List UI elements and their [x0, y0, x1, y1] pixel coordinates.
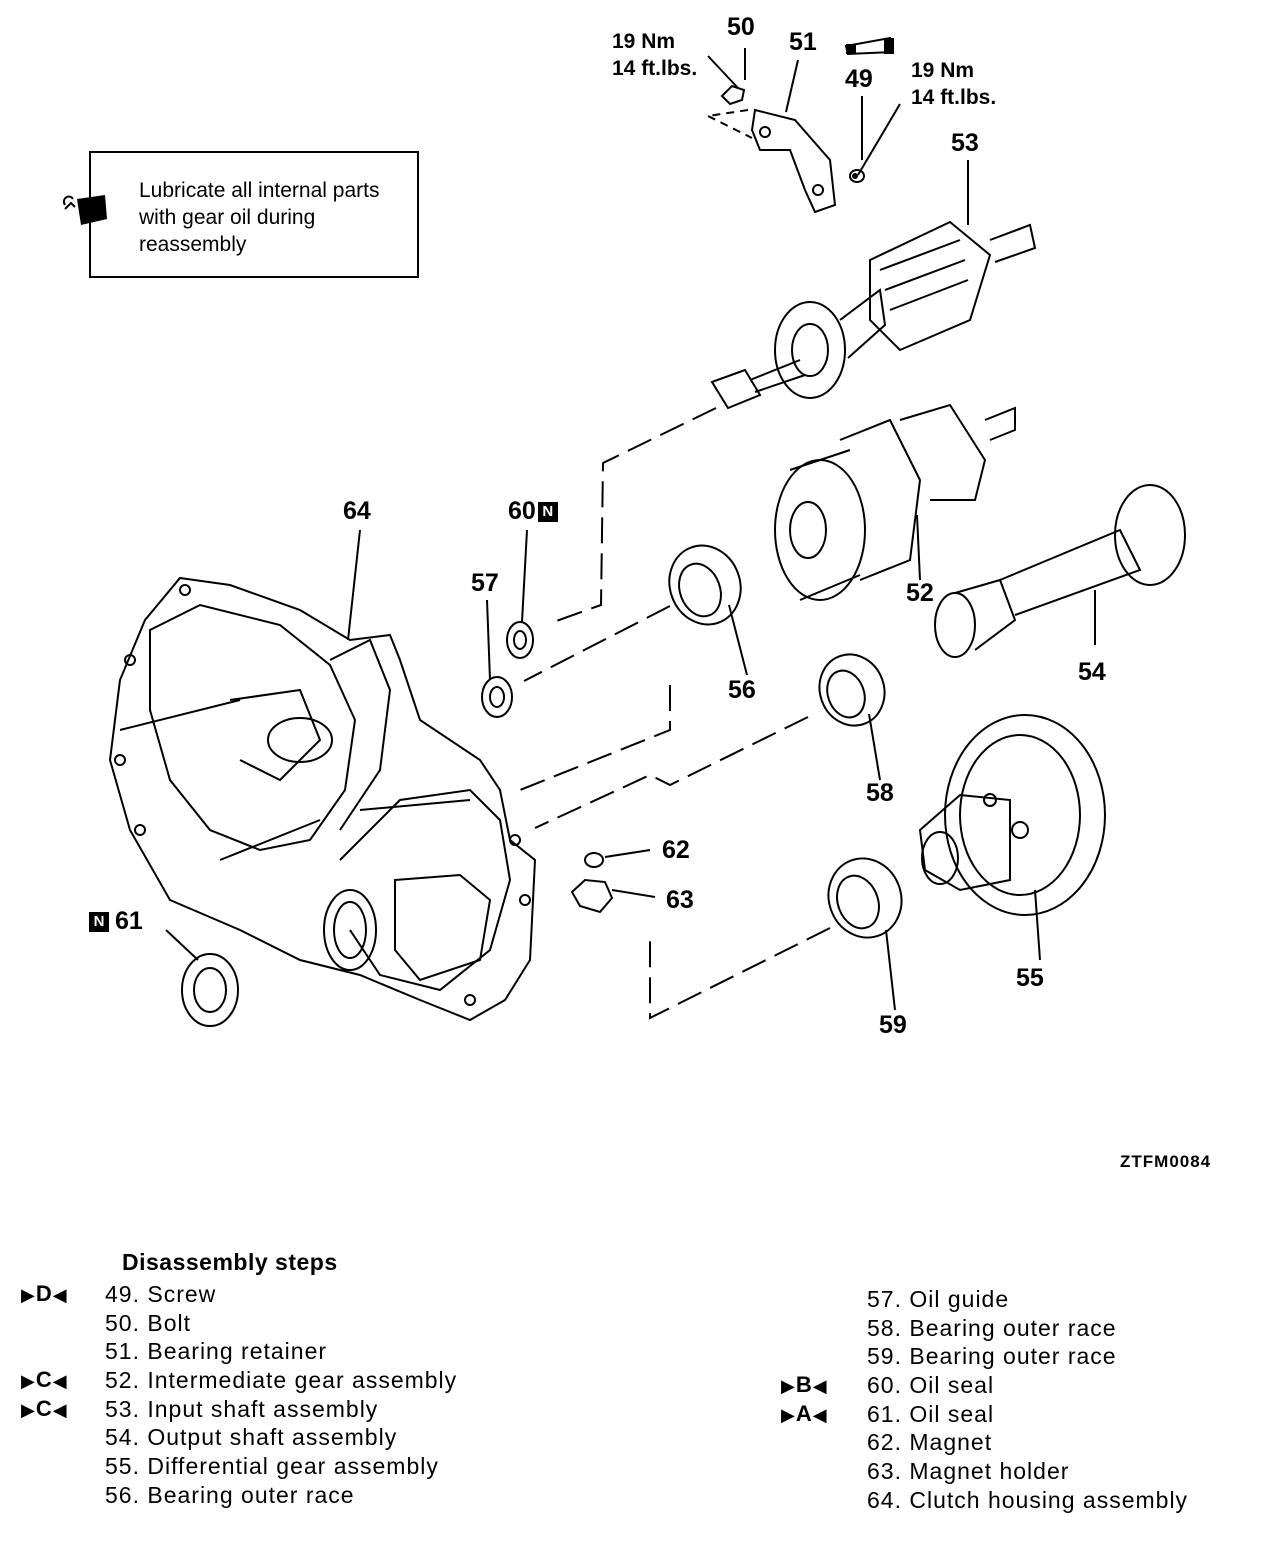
- steps-list-left: ▶D◀ 49. Screw 50. Bolt 51. Bearing retain…: [21, 1280, 458, 1510]
- step-text: 55. Differential gear assembly: [105, 1453, 439, 1480]
- note-text: Lubricate all internal parts with gear o…: [139, 179, 380, 256]
- callout-64: 64: [343, 497, 371, 525]
- callout-50: 50: [727, 13, 755, 41]
- step-text: 49. Screw: [105, 1281, 217, 1307]
- step-text: 53. Input shaft assembly: [105, 1395, 379, 1422]
- torque-spec-bolt-50: 19 Nm 14 ft.lbs.: [612, 28, 697, 82]
- step-text: 54. Output shaft assembly: [105, 1424, 398, 1451]
- magnet-holder-drawing: [570, 878, 614, 914]
- exploded-view-diagram: [108, 36, 1186, 1027]
- step-mark: ▶C◀: [21, 1395, 68, 1421]
- callout-52: 52: [906, 579, 934, 607]
- callout-60-number: 60: [508, 497, 536, 525]
- step-text: 58. Bearing outer race: [867, 1314, 1117, 1341]
- new-part-badge: N: [89, 912, 109, 933]
- step-item: 59. Bearing outer race: [867, 1342, 1188, 1371]
- steps-title: Disassembly steps: [122, 1249, 338, 1275]
- step-text: 52. Intermediate gear assembly: [105, 1367, 458, 1394]
- output-shaft-drawing: [934, 484, 1186, 658]
- step-text: 57. Oil guide: [867, 1286, 1010, 1312]
- torque-nm: 19 Nm: [911, 59, 975, 82]
- torque-ftlbs: 14 ft.lbs.: [612, 57, 698, 80]
- new-part-badge: N: [537, 502, 558, 523]
- figure-code: ZTFM0084: [1120, 1152, 1212, 1171]
- clutch-housing-drawing: [108, 576, 537, 1022]
- step-mark: ▶C◀: [21, 1367, 68, 1393]
- step-text: 62. Magnet: [867, 1429, 993, 1456]
- bearing-race-56-drawing: [668, 544, 742, 626]
- step-item: 64. Clutch housing assembly: [867, 1486, 1188, 1515]
- step-item: 56. Bearing outer race: [105, 1481, 457, 1510]
- step-text: 63. Magnet holder: [867, 1458, 1070, 1485]
- step-mark: ▶B◀: [781, 1372, 828, 1398]
- bearing-race-59-drawing: [827, 857, 903, 939]
- callout-61-number: 61: [115, 907, 143, 935]
- step-item: 62. Magnet: [867, 1428, 1188, 1457]
- step-item: 55. Differential gear assembly: [105, 1452, 457, 1481]
- callout-62: 62: [662, 836, 690, 864]
- step-text: 59. Bearing outer race: [867, 1343, 1117, 1370]
- torque-spec-screw-49: 19 Nm 14 ft.lbs.: [911, 57, 996, 111]
- step-item: 57. Oil guide: [867, 1285, 1188, 1314]
- callout-53: 53: [951, 129, 979, 157]
- step-item: 54. Output shaft assembly: [105, 1423, 457, 1452]
- step-mark: ▶A◀: [781, 1400, 828, 1426]
- assembly-guide-lines: [165, 48, 1096, 1020]
- oil-can-icon: [63, 195, 107, 225]
- step-item: 51. Bearing retainer: [105, 1337, 457, 1366]
- input-shaft-drawing: [710, 220, 1037, 410]
- oil-seal-60-drawing: [506, 621, 534, 659]
- step-mark: ▶D◀: [21, 1281, 68, 1306]
- step-item: ▶C◀ 52. Intermediate gear assembly: [21, 1366, 458, 1395]
- oil-seal-61-drawing: [181, 953, 239, 1027]
- step-item: ▶D◀ 49. Screw: [21, 1280, 457, 1309]
- step-item: ▶C◀ 53. Input shaft assembly: [21, 1395, 457, 1424]
- step-item: ▶B◀ 60. Oil seal: [781, 1371, 1188, 1400]
- callout-54: 54: [1078, 658, 1106, 686]
- step-text: 64. Clutch housing assembly: [867, 1486, 1189, 1513]
- callout-51: 51: [789, 28, 817, 56]
- step-item: ▶A◀ 61. Oil seal: [781, 1400, 1188, 1429]
- callout-57: 57: [471, 569, 499, 597]
- steps-list-right: 57. Oil guide 58. Bearing outer race 59.…: [781, 1285, 1188, 1515]
- step-item: 50. Bolt: [105, 1309, 457, 1338]
- step-text: 56. Bearing outer race: [105, 1481, 355, 1508]
- bearing-race-58-drawing: [818, 653, 886, 727]
- torque-nm: 19 Nm: [612, 30, 676, 53]
- oil-guide-57-drawing: [481, 676, 513, 718]
- step-text: 51. Bearing retainer: [105, 1338, 328, 1365]
- callout-56: 56: [728, 676, 756, 704]
- step-item: 58. Bearing outer race: [867, 1314, 1188, 1343]
- step-item: 63. Magnet holder: [867, 1457, 1188, 1486]
- callout-61: N 61: [89, 909, 143, 934]
- magnet-drawing: [584, 852, 604, 868]
- lubrication-note: Lubricate all internal parts with gear o…: [63, 151, 419, 278]
- torque-ftlbs: 14 ft.lbs.: [911, 86, 997, 109]
- step-text: 50. Bolt: [105, 1309, 191, 1336]
- step-text: 60. Oil seal: [867, 1372, 995, 1399]
- differential-gear-drawing: [918, 714, 1106, 916]
- callout-58: 58: [866, 779, 894, 807]
- step-text: 61. Oil seal: [867, 1400, 995, 1427]
- callout-49: 49: [845, 65, 873, 93]
- callout-59: 59: [879, 1011, 907, 1039]
- intermediate-gear-drawing: [774, 403, 1016, 601]
- callout-55: 55: [1016, 964, 1044, 992]
- callout-63: 63: [666, 886, 694, 914]
